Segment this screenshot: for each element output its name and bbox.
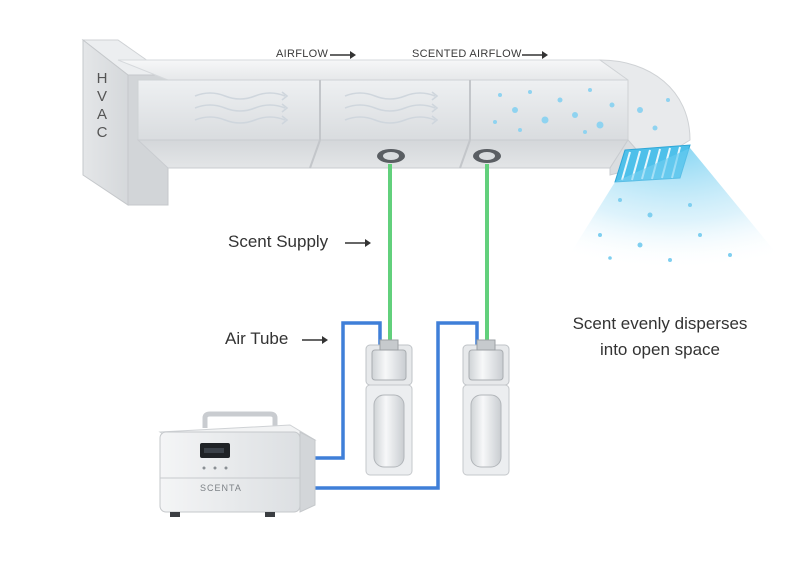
air-tube-lines xyxy=(312,321,479,490)
hvac-letter: C xyxy=(96,124,108,141)
fan-nozzle-icon xyxy=(377,149,501,163)
disperse-note: Scent evenly disperses into open space xyxy=(555,311,765,363)
air-tube-label: Air Tube xyxy=(225,329,289,348)
scent-cartridge-left xyxy=(365,339,413,476)
machine-brand-logo: SCENTA xyxy=(200,483,242,493)
airflow-label: AIRFLOW xyxy=(276,48,329,60)
scent-cartridge-right xyxy=(462,339,510,476)
airflow-arrow-icon xyxy=(194,91,439,125)
scent-supply-label: Scent Supply xyxy=(228,232,329,251)
scent-mist xyxy=(560,148,790,270)
label-arrows xyxy=(302,51,548,344)
hvac-letter: A xyxy=(96,106,107,123)
hvac-letter: V xyxy=(96,88,107,105)
scented-airflow-label: SCENTED AIRFLOW xyxy=(412,48,522,60)
hvac-letter: H xyxy=(96,70,108,87)
disperse-line-1: Scent evenly disperses xyxy=(572,314,748,333)
scent-particles xyxy=(493,88,670,134)
scent-machine xyxy=(158,411,317,517)
scent-supply-lines xyxy=(388,164,489,345)
disperse-line-2: into open space xyxy=(599,340,721,359)
